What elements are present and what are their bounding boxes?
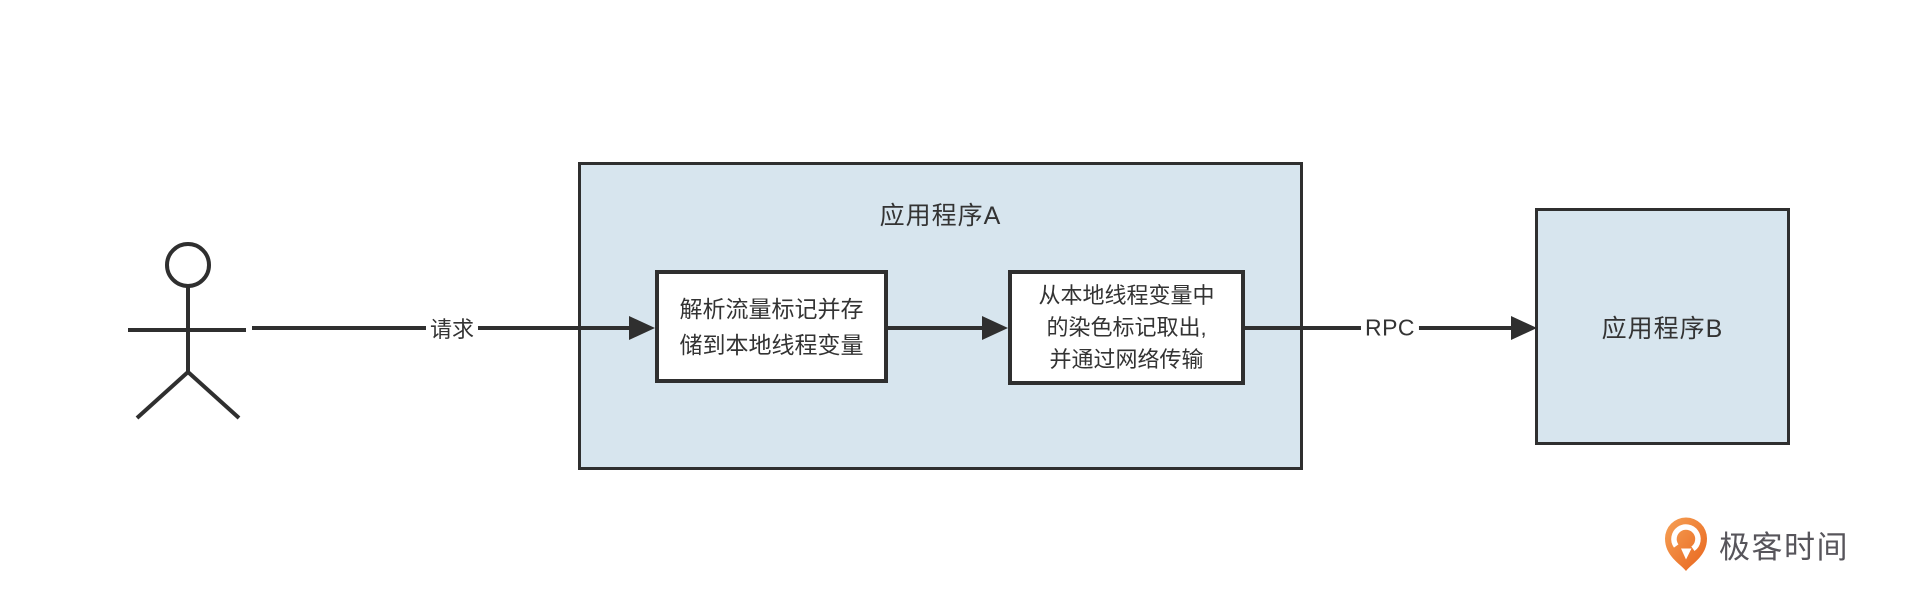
step-extract-transmit-line-1: 从本地线程变量中 [1038,282,1215,308]
step-extract-transmit-line-2: 的染色标记取出, [1046,314,1207,340]
step-extract-transmit-line-3: 并通过网络传输 [1049,346,1204,372]
geektime-pin-icon [1665,517,1707,571]
application-a-title: 应用程序A [879,202,1002,230]
request-arrowhead-icon [629,316,655,340]
step-extract-transmit-box: 从本地线程变量中 的染色标记取出, 并通过网络传输 [1008,270,1245,385]
geektime-logo: 极客时间 [1663,516,1849,573]
rpc-arrowhead-icon [1511,316,1537,340]
actor-head [165,242,211,288]
internal-connector-line [886,326,984,330]
rpc-label: RPC [1360,314,1420,342]
actor-right-leg [186,370,241,420]
user-actor-icon [128,242,246,420]
step-parse-store-line-2: 储到本地线程变量 [679,331,864,358]
step-parse-store-line-1: 解析流量标记并存 [679,295,864,322]
application-b-box: 应用程序B [1535,208,1790,445]
application-b-title: 应用程序B [1601,314,1724,343]
geektime-logo-text: 极客时间 [1719,530,1849,565]
request-label: 请求 [425,312,479,344]
internal-arrowhead-icon [982,316,1008,340]
actor-left-leg [135,370,190,420]
step-parse-store-box: 解析流量标记并存 储到本地线程变量 [655,270,888,383]
